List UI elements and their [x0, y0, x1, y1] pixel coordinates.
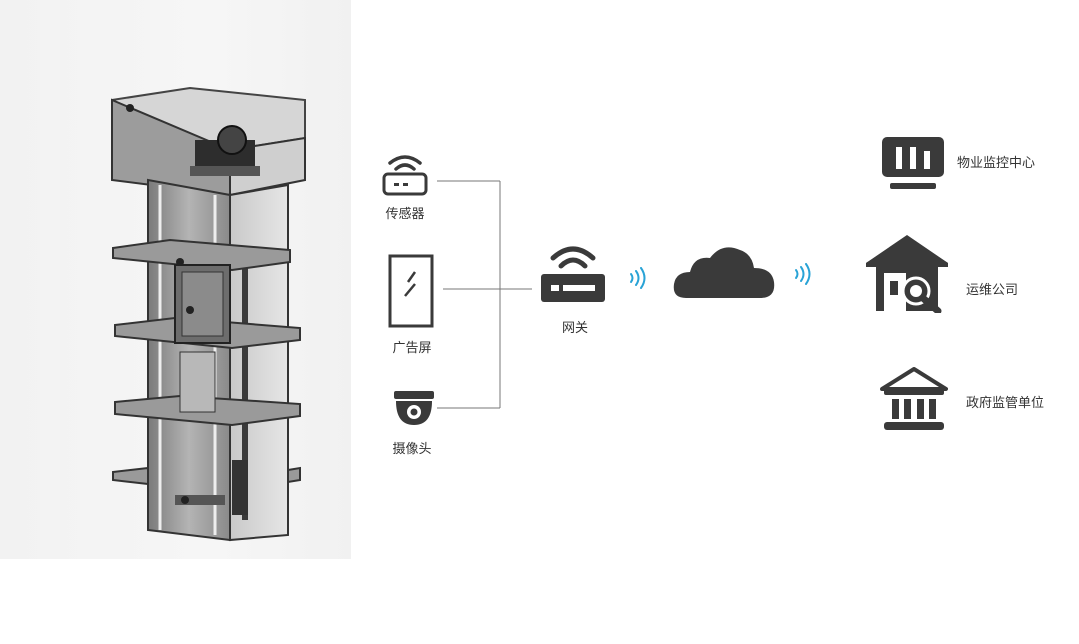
property-center-node [880, 135, 946, 191]
display-screen-icon [388, 254, 434, 328]
monitor-bars-icon [882, 137, 944, 189]
gateway-label: 网关 [561, 321, 589, 336]
maintenance-node [864, 233, 950, 315]
cloud-node [672, 242, 776, 300]
signal-wave-right-icon [793, 263, 813, 285]
dome-camera-icon [394, 391, 434, 425]
camera-node [392, 389, 436, 427]
ad-screen-node [388, 254, 434, 328]
maintenance-label: 运维公司 [966, 283, 1019, 298]
government-building-icon [880, 367, 948, 430]
government-label: 政府监管单位 [966, 396, 1045, 411]
gateway-node [539, 242, 607, 304]
house-wrench-icon [866, 235, 948, 315]
router-sensor-icon [382, 155, 428, 196]
signal-wave-left-icon [628, 267, 648, 289]
sensor-label: 传感器 [385, 207, 425, 222]
cloud-icon [673, 247, 775, 298]
elevator-shaft-illustration [0, 0, 351, 559]
property-center-label: 物业监控中心 [957, 156, 1036, 171]
camera-label: 摄像头 [392, 442, 432, 457]
government-node [880, 367, 948, 433]
sensor-node [381, 151, 429, 197]
gateway-router-icon [541, 246, 605, 302]
ad-screen-label: 广告屏 [392, 341, 432, 356]
